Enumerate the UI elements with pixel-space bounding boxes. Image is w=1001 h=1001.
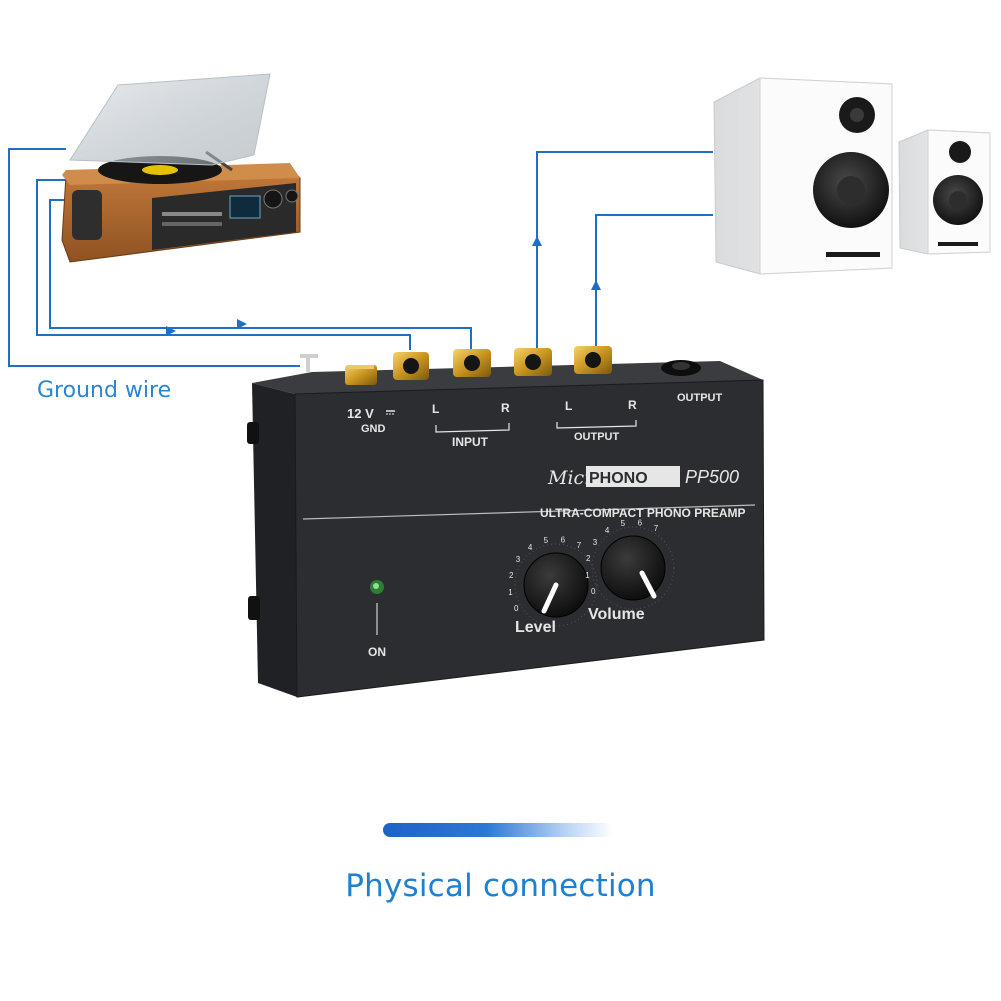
level-dial-ticks: 01 234 5 6 7 (508, 536, 582, 614)
input-wire-right (49, 199, 472, 350)
ground-wire-label: Ground wire (37, 378, 172, 403)
page-caption: Physical connection (345, 868, 656, 904)
power-label: 12 V (347, 406, 374, 421)
ground-wire (8, 148, 300, 367)
ground-terminal (300, 354, 377, 385)
tweeter-icon-small (949, 141, 971, 163)
dial-tick-label: 7 (654, 524, 659, 533)
model-label: PP500 (685, 467, 739, 487)
speaker-small (898, 129, 991, 255)
dial-tick-label: 5 (544, 536, 549, 545)
dial-tick-label: 7 (577, 541, 582, 550)
level-label: Level (515, 619, 556, 636)
dust-cover (69, 73, 271, 166)
svg-text:PHONO: PHONO (589, 470, 648, 487)
output-jack-left (514, 348, 552, 376)
output-jack-right (574, 346, 612, 374)
dial-tick-label: 2 (509, 571, 514, 580)
brand-logo: Micro PHONO PP500 (547, 466, 739, 489)
dial-tick-label: 2 (586, 554, 591, 563)
turntable (61, 73, 301, 263)
dial-tick-label: 4 (528, 543, 533, 552)
on-label: ON (368, 645, 386, 659)
output-left-label: L (565, 399, 572, 413)
volume-label: Volume (588, 606, 645, 623)
dial-tick-label: 6 (561, 536, 566, 545)
turntable-display (229, 195, 261, 219)
dial-tick-label: 6 (638, 519, 643, 528)
volume-knob[interactable]: 01 234 5 6 7 (585, 519, 675, 610)
dial-tick-label: 4 (605, 526, 610, 535)
turntable-knob (263, 189, 283, 209)
output-wire-left (536, 151, 713, 350)
power-led (370, 580, 384, 594)
turntable-speaker-grille (72, 190, 102, 240)
dial-tick-label: 0 (514, 604, 519, 613)
dial-tick-label: 3 (516, 555, 521, 564)
output-right-label: R (628, 398, 637, 412)
output-jack-label: OUTPUT (677, 392, 723, 404)
input-left-label: L (432, 402, 439, 416)
accent-bar (383, 823, 613, 837)
output-wire-right (595, 214, 713, 350)
input-wire-left (36, 179, 411, 350)
dial-tick-label: 1 (585, 571, 590, 580)
input-label: INPUT (452, 435, 489, 449)
side-jack-lower (248, 596, 260, 620)
dial-tick-label: 3 (593, 538, 598, 547)
dial-tick-label: 0 (591, 587, 596, 596)
signal-arrows (166, 236, 601, 336)
gnd-label: GND (361, 423, 386, 435)
record-label (142, 165, 178, 175)
subtitle-label: ULTRA-COMPACT PHONO PREAMP (540, 506, 746, 520)
phono-preamp: 12 V GND L R INPUT L R OUTPUT OUTPUT Mic… (247, 346, 765, 698)
headphone-output-jack (661, 360, 701, 376)
side-jack-upper (247, 422, 259, 444)
input-right-label: R (501, 401, 510, 415)
speaker-large (713, 77, 893, 275)
dial-tick-label: 1 (508, 588, 513, 597)
output-label: OUTPUT (574, 431, 620, 443)
input-jack-left (393, 352, 429, 380)
dial-tick-label: 5 (621, 519, 626, 528)
volume-dial-ticks: 01 234 5 6 7 (585, 519, 659, 597)
input-jack-right (453, 349, 491, 377)
